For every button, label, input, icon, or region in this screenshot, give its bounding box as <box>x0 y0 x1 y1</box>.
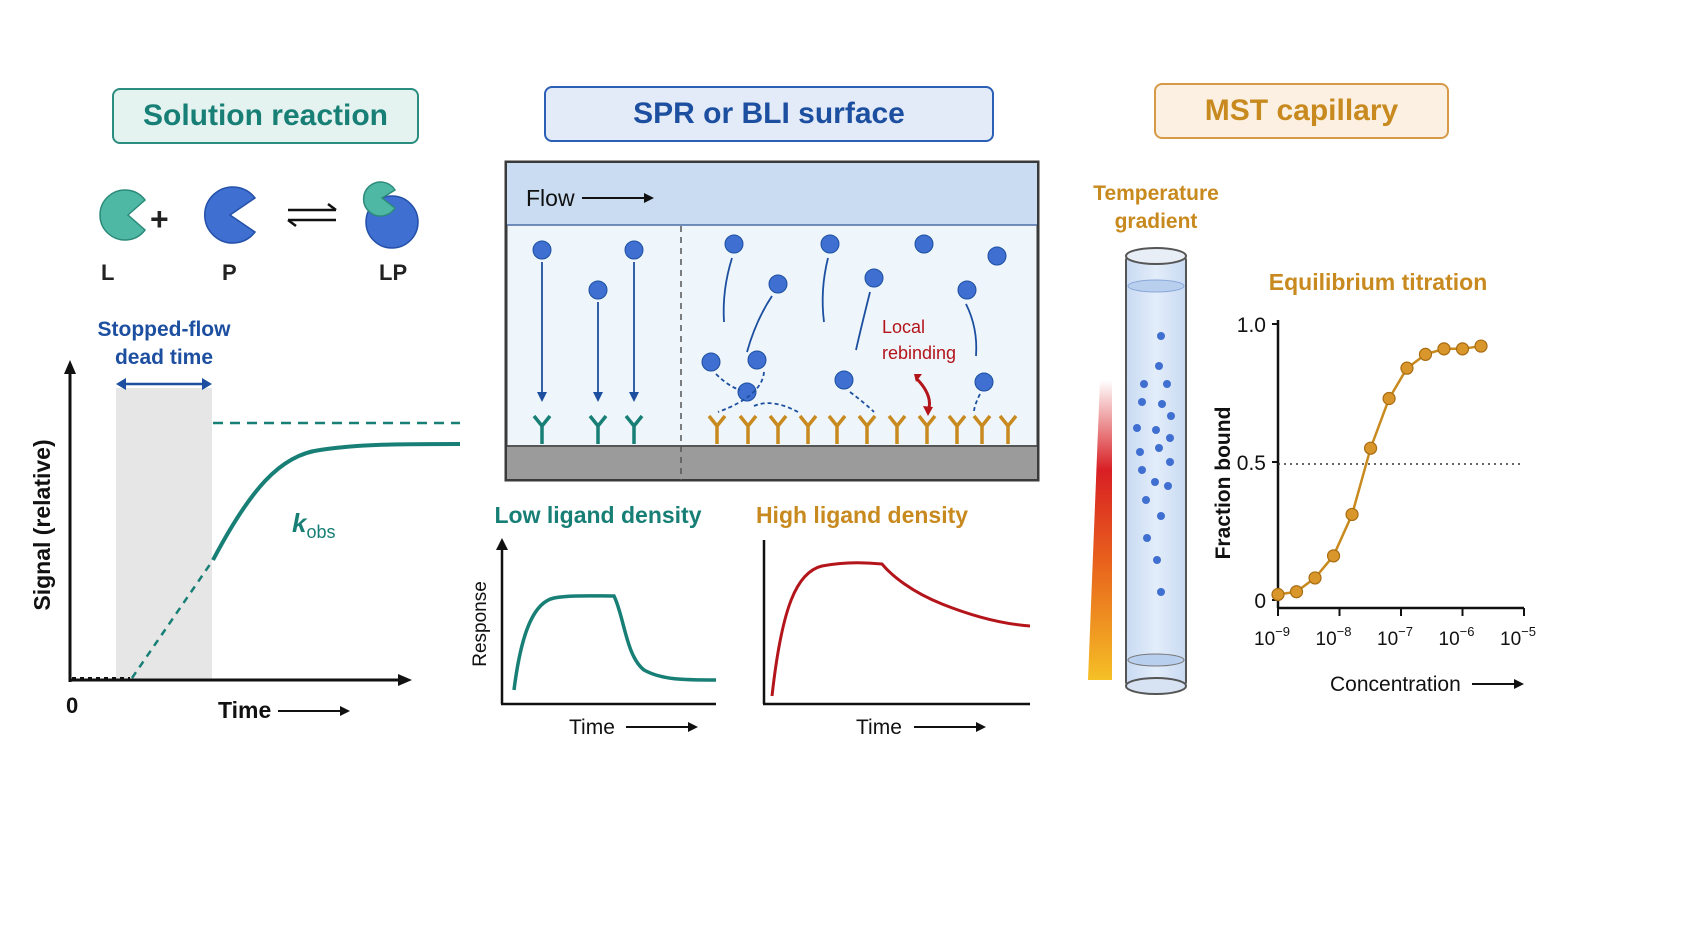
high-axes <box>762 540 1030 706</box>
x-tick-label: 10−8 <box>1316 624 1352 650</box>
titration-point <box>1289 585 1304 599</box>
low-axes <box>496 538 716 706</box>
titration-title: Equilibrium titration <box>1269 269 1488 295</box>
complex-ligand-shape <box>362 181 397 217</box>
time-arrow-icon <box>278 706 350 716</box>
titration-point <box>1271 587 1285 602</box>
stopped-flow-chart: Stopped-flow dead time kobs Signal (rela… <box>29 318 461 723</box>
mst-capillary-diagram: Temperature gradient <box>1088 182 1219 695</box>
dead-time-region <box>116 388 212 680</box>
titration-point <box>1345 507 1359 522</box>
y-tick-label: 0.5 <box>1237 452 1266 475</box>
equilibrium-titration-chart: Equilibrium titration Fraction bound 0 0.… <box>1212 269 1536 696</box>
panel2-title: SPR or BLI surface <box>633 97 905 130</box>
low-density-sensorgram: Low ligand density Response Time <box>470 502 717 739</box>
response-ylabel: Response <box>470 581 491 667</box>
panel3-title: MST capillary <box>1204 94 1399 127</box>
titration-point <box>1326 549 1341 563</box>
high-time-arrow-icon <box>914 722 986 732</box>
low-time-arrow-icon <box>626 722 698 732</box>
panel1-title: Solution reaction <box>142 99 388 132</box>
extrapolation-dashed <box>130 559 215 679</box>
dead-time-arrow-icon <box>116 378 212 390</box>
x-tick-label: 10−7 <box>1377 624 1413 650</box>
panel3-title-box: MST capillary <box>1154 83 1449 139</box>
dead-time-label-line2: dead time <box>115 346 213 369</box>
signal-ylabel: Signal (relative) <box>29 439 55 610</box>
x-tick-label: 10−9 <box>1254 624 1290 650</box>
low-density-trace <box>512 594 717 691</box>
temperature-gradient-wedge <box>1088 380 1112 680</box>
high-density-sensorgram: High ligand density Time <box>756 502 1031 739</box>
plus-sign: + <box>150 201 169 237</box>
high-density-arrows <box>715 257 981 413</box>
low-density-title: Low ligand density <box>494 502 701 528</box>
flow-cell-diagram: Flow <box>504 160 1040 482</box>
origin-label: 0 <box>66 693 78 718</box>
panel1-title-box: Solution reaction <box>112 88 419 144</box>
titration-point <box>1418 347 1433 361</box>
protein-shape <box>204 186 257 244</box>
low-density-arrows <box>537 262 639 402</box>
titration-point <box>1308 571 1322 585</box>
gradient-label-line1: Temperature <box>1093 182 1219 205</box>
kobs-label: kobs <box>292 508 336 542</box>
low-density-analytes <box>532 240 644 300</box>
titration-curve <box>1277 344 1482 596</box>
signal-axes <box>64 360 412 686</box>
flow-arrow-icon <box>582 193 654 203</box>
high-density-receptors <box>707 414 1018 444</box>
titration-point <box>1437 342 1451 356</box>
sensor-surface <box>507 446 1037 479</box>
complex-label: LP <box>379 260 407 285</box>
high-density-title: High ligand density <box>756 502 968 528</box>
low-density-receptors <box>532 414 644 444</box>
capillary-tube <box>1125 255 1187 687</box>
y-tick-label: 1.0 <box>1237 314 1266 337</box>
x-tick-label: 10−6 <box>1439 624 1475 650</box>
high-time-xlabel: Time <box>856 716 902 739</box>
equilibrium-arrow-icon <box>287 203 337 227</box>
flow-label: Flow <box>526 185 575 211</box>
ligand-shape <box>99 189 147 241</box>
rebinding-label-line2: rebinding <box>882 343 956 363</box>
x-tick-label: 10−5 <box>1500 624 1536 650</box>
time-xlabel: Time <box>218 697 271 723</box>
dead-time-label-line1: Stopped-flow <box>98 318 232 341</box>
ligand-label: L <box>101 260 114 285</box>
titration-point <box>1474 339 1488 353</box>
high-density-trace <box>770 561 1031 697</box>
protein-label: P <box>222 260 237 285</box>
titration-point <box>1363 441 1378 455</box>
capillary-molecules <box>1133 332 1175 596</box>
titration-point <box>1382 391 1396 406</box>
fraction-bound-ylabel: Fraction bound <box>1212 407 1235 560</box>
y-tick-label: 0 <box>1254 590 1266 613</box>
rebinding-label-line1: Local <box>882 317 925 337</box>
reaction-scheme: + L P LP <box>99 181 419 285</box>
low-time-xlabel: Time <box>569 716 615 739</box>
titration-point <box>1400 361 1414 375</box>
flow-band <box>507 163 1037 225</box>
high-density-analytes <box>701 234 1007 402</box>
concentration-arrow-icon <box>1472 679 1524 689</box>
gradient-label-line2: gradient <box>1115 210 1198 233</box>
concentration-xlabel: Concentration <box>1330 673 1461 696</box>
observed-trace <box>211 442 461 561</box>
panel2-title-box: SPR or BLI surface <box>544 86 994 142</box>
titration-point <box>1455 342 1470 356</box>
